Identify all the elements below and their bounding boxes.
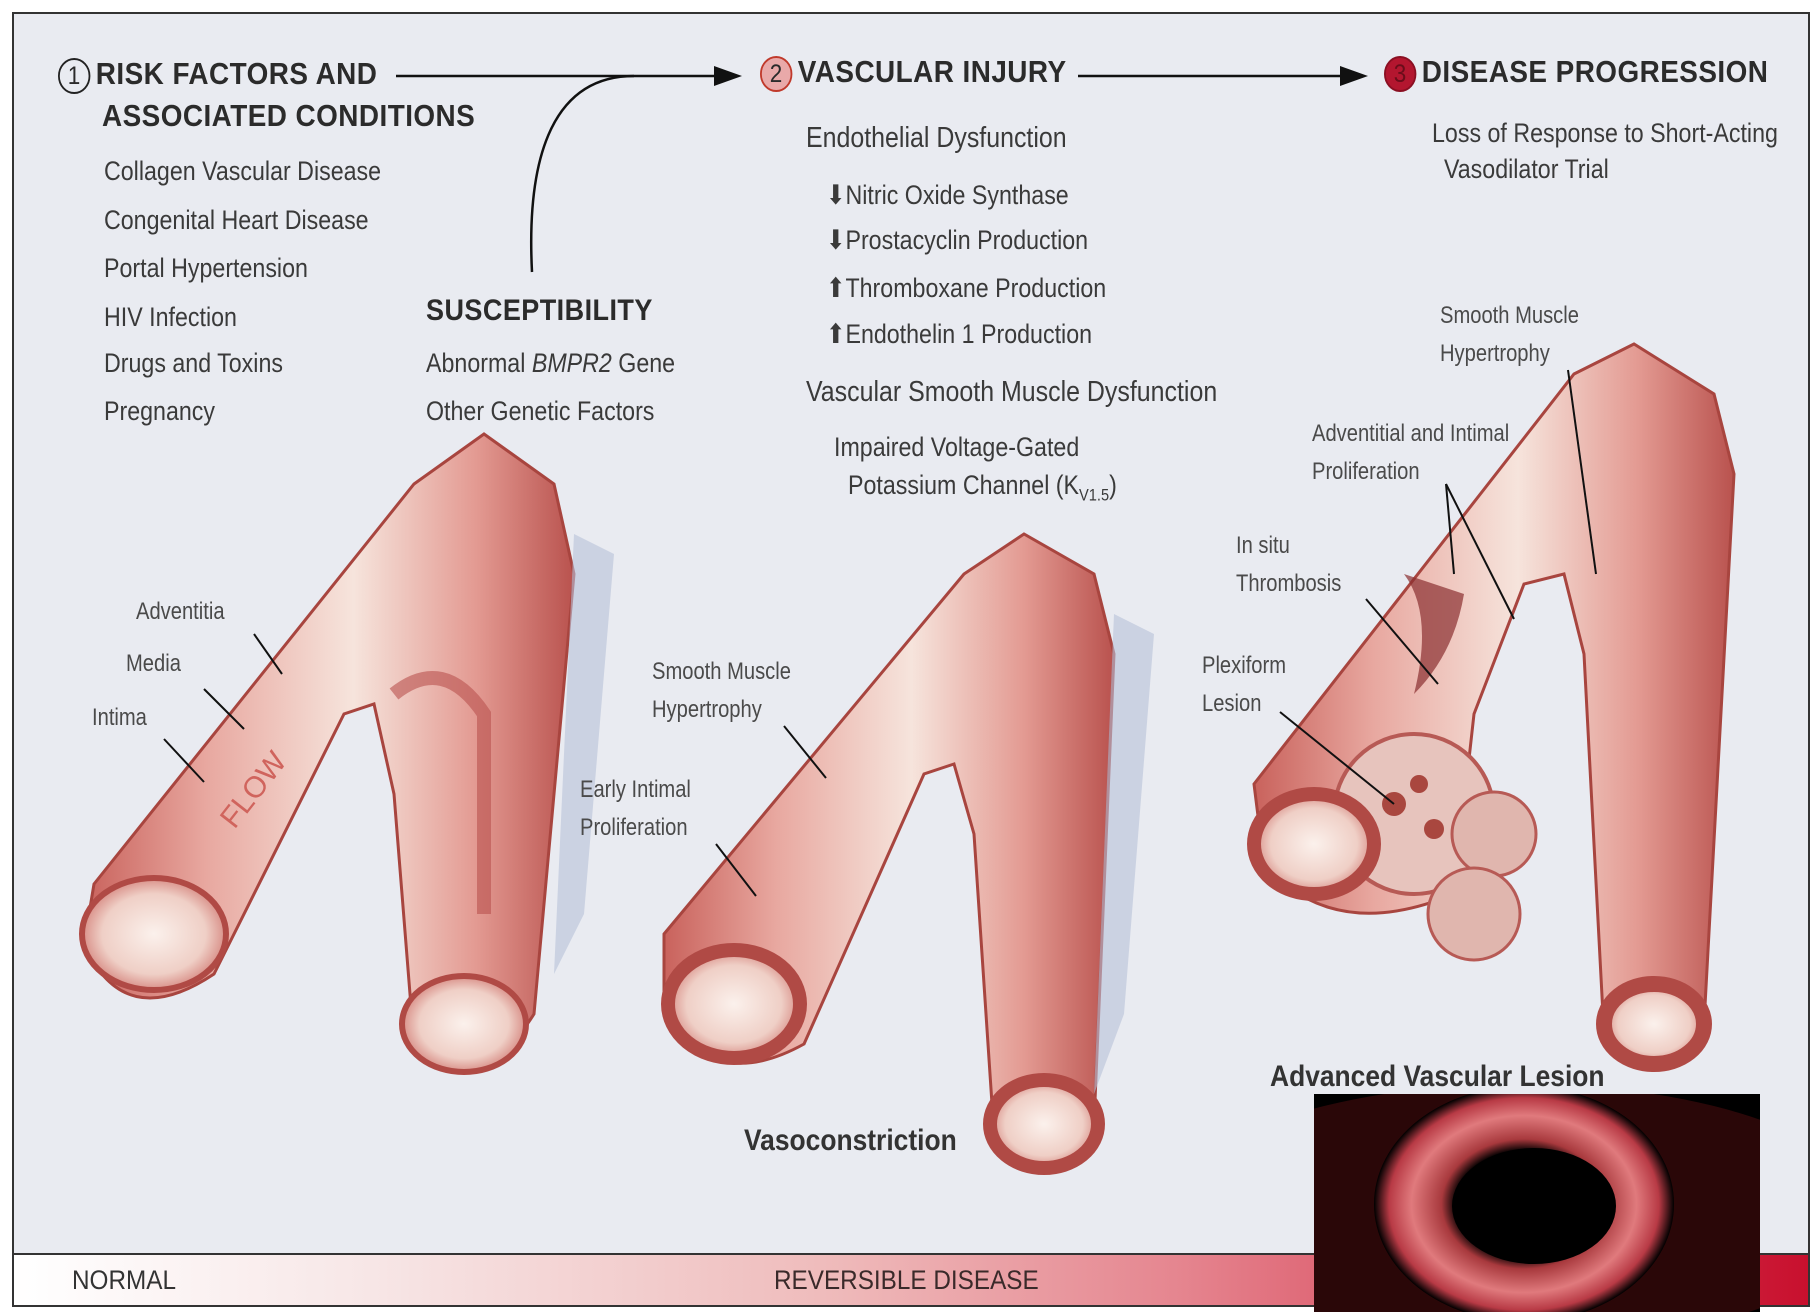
label-adventitial-intimal: Adventitial and Intimal bbox=[1312, 420, 1509, 448]
impaired-line1: Impaired Voltage-Gated bbox=[834, 432, 1079, 463]
down-arrow-icon: ⬇ bbox=[826, 180, 845, 210]
caption-advanced-lesion: Advanced Vascular Lesion bbox=[1270, 1060, 1605, 1094]
susceptibility-title: SUSCEPTIBILITY bbox=[426, 294, 653, 328]
injury-item: ⬇Prostacyclin Production bbox=[826, 225, 1088, 256]
label-smooth-muscle: Smooth Muscle bbox=[1440, 302, 1579, 330]
down-arrow-icon: ⬇ bbox=[826, 225, 845, 255]
label-early-intimal: Early Intimal bbox=[580, 776, 691, 804]
arrowhead-1 bbox=[714, 66, 742, 86]
risk-factor-item: HIV Infection bbox=[104, 302, 237, 333]
label-lesion: Lesion bbox=[1202, 690, 1261, 718]
label-smooth-muscle: Smooth Muscle bbox=[652, 658, 791, 686]
label-plexiform: Plexiform bbox=[1202, 652, 1286, 680]
label-proliferation: Proliferation bbox=[580, 814, 688, 842]
susceptibility-other: Other Genetic Factors bbox=[426, 396, 654, 427]
impaired-line2: Potassium Channel (KV1.5) bbox=[848, 470, 1117, 505]
endothelial-dysfunction: Endothelial Dysfunction bbox=[806, 122, 1067, 155]
injury-item: ⬆Thromboxane Production bbox=[826, 273, 1106, 304]
step-1-title-line1: RISK FACTORS AND bbox=[96, 56, 378, 91]
risk-factor-item: Collagen Vascular Disease bbox=[104, 156, 381, 187]
label-hypertrophy: Hypertrophy bbox=[1440, 340, 1550, 368]
label-media: Media bbox=[126, 650, 181, 678]
label-proliferation: Proliferation bbox=[1312, 458, 1420, 486]
vessel-cross-section-image bbox=[1314, 1094, 1760, 1312]
step-1-title-line2: ASSOCIATED CONDITIONS bbox=[102, 98, 475, 134]
cross-section-graphic bbox=[1314, 1094, 1760, 1312]
risk-factor-item: Drugs and Toxins bbox=[104, 348, 283, 379]
susceptibility-gene: Abnormal BMPR2 Gene bbox=[426, 348, 675, 379]
injury-item: ⬇Nitric Oxide Synthase bbox=[826, 180, 1069, 211]
risk-factor-item: Portal Hypertension bbox=[104, 253, 308, 284]
risk-factor-item: Congenital Heart Disease bbox=[104, 205, 369, 236]
step-3-number: 3 bbox=[1384, 56, 1416, 92]
label-adventitia: Adventitia bbox=[136, 598, 225, 626]
up-arrow-icon: ⬆ bbox=[826, 319, 845, 349]
gene-name: BMPR2 bbox=[532, 348, 612, 378]
step-2-number: 2 bbox=[760, 56, 792, 92]
bar-reversible-label: REVERSIBLE DISEASE bbox=[774, 1265, 1039, 1296]
susceptibility-arrow bbox=[531, 76, 634, 272]
label-hypertrophy: Hypertrophy bbox=[652, 696, 762, 724]
label-intima: Intima bbox=[92, 704, 147, 732]
constricted-vessel bbox=[664, 534, 1154, 1168]
label-thrombosis: Thrombosis bbox=[1236, 570, 1341, 598]
arrowhead-2 bbox=[1340, 66, 1368, 86]
advanced-lesion-vessel bbox=[1254, 344, 1734, 1064]
caption-vasoconstriction: Vasoconstriction bbox=[744, 1124, 957, 1158]
progression-line1: Loss of Response to Short-Acting bbox=[1432, 118, 1778, 149]
normal-vessel bbox=[82, 434, 614, 1072]
injury-item: ⬆Endothelin 1 Production bbox=[826, 319, 1092, 350]
step-1-number: 1 bbox=[58, 58, 90, 94]
risk-factor-item: Pregnancy bbox=[104, 396, 215, 427]
bar-normal-label: NORMAL bbox=[72, 1265, 176, 1296]
progression-line2: Vasodilator Trial bbox=[1444, 154, 1609, 185]
up-arrow-icon: ⬆ bbox=[826, 273, 845, 303]
label-in-situ: In situ bbox=[1236, 532, 1290, 560]
smooth-muscle-dysfunction: Vascular Smooth Muscle Dysfunction bbox=[806, 376, 1217, 409]
